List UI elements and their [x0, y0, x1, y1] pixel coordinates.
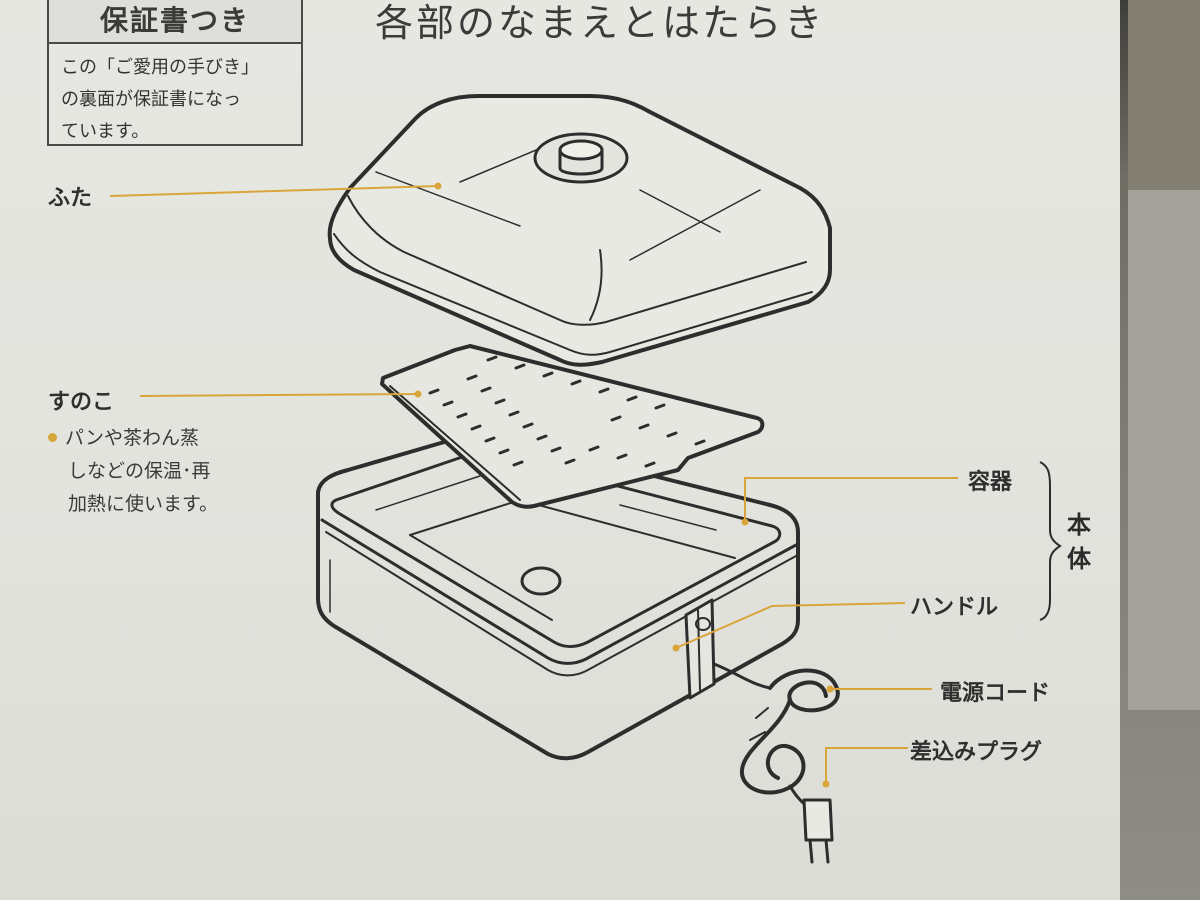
handle-label: ハンドル [910, 595, 999, 620]
body-label-char: 本 [1067, 511, 1091, 539]
container-leader-line [744, 477, 958, 522]
rack-illustration [380, 344, 765, 509]
lid-knob-top [558, 139, 604, 161]
plug-leader-line [825, 747, 908, 784]
warranty-line: この「ご愛用の手びき」 [61, 57, 259, 78]
power-cord-label: 電源コード [940, 681, 1051, 706]
rack-note-line: しなどの保温･再 [68, 460, 211, 482]
lid-label: ふた [48, 186, 93, 211]
power-cord-leader-dot [826, 685, 834, 693]
rack-leader-dot [414, 390, 422, 398]
power-cord-illustration [712, 662, 840, 814]
warranty-heading: 保証書つき [49, 0, 301, 44]
rack-slots [428, 355, 706, 468]
background-object [1128, 0, 1200, 190]
container-leader-dot [741, 518, 749, 526]
body-bracket [1039, 461, 1062, 621]
rack-note-line: パンや茶わん蒸 [48, 422, 278, 455]
handle-illustration [684, 598, 716, 700]
warranty-box: 保証書つき この「ご愛用の手びき」 の裏面が保証書になっ ています。 [47, 0, 303, 146]
warranty-line: の裏面が保証書になっ [61, 89, 241, 110]
steamer-diagram [109, 94, 1062, 864]
handle-leader-line [675, 602, 906, 649]
rack-note: パンや茶わん蒸 しなどの保温･再 加熱に使います。 [48, 422, 278, 521]
background-paper [1128, 190, 1200, 710]
lid-illustration [327, 94, 832, 367]
body-label-char: 体 [1067, 545, 1091, 573]
rack-note-line: 加熱に使います。 [68, 493, 219, 515]
handle-leader-dot [672, 644, 680, 652]
heater-circle [520, 566, 562, 596]
body-label: 本 体 [1064, 508, 1094, 576]
lid-leader-dot [434, 182, 442, 190]
plug-illustration [802, 798, 834, 864]
warranty-line: ています。 [61, 121, 150, 142]
plug-leader-dot [822, 780, 830, 788]
page-title: 各部のなまえとはたらき [375, 1, 826, 45]
lid-leader-line [109, 185, 439, 197]
container-label: 容器 [968, 470, 1013, 495]
rack-label: すのこ [48, 390, 115, 415]
plug-label: 差込みプラグ [910, 740, 1043, 765]
rack-leader-line [139, 393, 419, 397]
bullet-icon [48, 433, 57, 442]
warranty-text: この「ご愛用の手びき」 の裏面が保証書になっ ています。 [49, 44, 301, 148]
